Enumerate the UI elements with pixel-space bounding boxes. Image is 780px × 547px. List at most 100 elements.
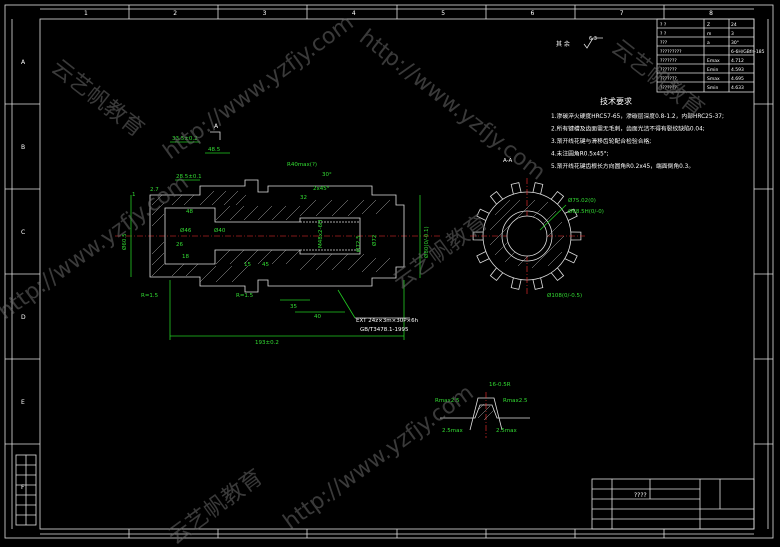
- param-symbol: Smin: [707, 85, 718, 91]
- technical-requirements: 技术要求 1.渗碳淬火硬度HRC57-65，渗碳层深度0.8-1.2，内部HRC…: [551, 96, 724, 170]
- spline-standard: GB/T3478.1-1995: [360, 327, 409, 333]
- watermark: http://www.yzfjy.com 云艺帆教育 云艺帆教育 http://…: [0, 10, 708, 547]
- column-number: 8: [709, 10, 713, 17]
- param-symbol: Emin: [707, 67, 718, 73]
- dim-phi46: Ø46: [180, 227, 192, 234]
- dim-phi40: Ø40: [214, 227, 226, 234]
- spline-tooth: [476, 208, 490, 221]
- spline-tooth: [564, 251, 578, 264]
- spline-section-view: A-A Ø75.02(0) Ø68.5H(0/-0) Ø108(0/-0.5): [470, 158, 604, 299]
- spline-tooth: [489, 190, 504, 205]
- dim-2-7: 2.7: [150, 187, 159, 193]
- row-letter: E: [21, 399, 25, 406]
- spline-tooth: [532, 277, 544, 290]
- detail-r-left: Rmax2.5: [435, 398, 460, 404]
- param-label: ? ?: [660, 22, 667, 28]
- detail-r-right: Rmax2.5: [503, 398, 528, 404]
- param-value: 24: [731, 22, 737, 28]
- roughness-value: 6.3: [589, 36, 597, 42]
- detail-r-bottom-left: 2.5max: [442, 428, 463, 434]
- spline-tooth: [476, 251, 490, 264]
- svg-text:http://www.yzfjy.com: http://www.yzfjy.com: [354, 25, 550, 185]
- param-label: ???: [660, 40, 668, 46]
- row-letter: B: [21, 144, 25, 151]
- param-label: ???????: [660, 67, 677, 73]
- svg-text:云艺帆教育: 云艺帆教育: [164, 465, 268, 547]
- svg-text:http://www.yzfjy.com: http://www.yzfjy.com: [0, 170, 194, 325]
- row-letter: A: [21, 59, 26, 66]
- spline-tooth: [510, 277, 522, 290]
- param-symbol: a: [707, 41, 710, 46]
- column-number: 6: [531, 10, 535, 17]
- drawing-name: ????: [634, 492, 647, 499]
- param-symbol: Smax: [707, 76, 720, 82]
- param-value: 4.593: [731, 67, 744, 73]
- tech-req-title: 技术要求: [600, 96, 632, 106]
- dim-chamfer: 2x45°: [313, 186, 330, 192]
- dim-phi60: Ø60.5: [121, 233, 128, 250]
- dim-18: 18: [182, 254, 189, 260]
- section-dim-2: Ø68.5H(0/-0): [568, 208, 604, 215]
- tooth-detail-view: 16-0.5R Rmax2.5 Rmax2.5 2.5max 2.5max: [435, 382, 530, 438]
- dim-m48: M48x2-6H: [318, 220, 324, 248]
- column-number: 5: [441, 10, 445, 17]
- section-dim-1: Ø75.02(0): [568, 197, 596, 204]
- dim-48-5: 48.5: [208, 147, 221, 153]
- dim-r40: R40max(?): [287, 162, 317, 168]
- dim-40: 40: [314, 314, 321, 320]
- revision-strip: [15, 454, 37, 526]
- detail-dim-top: 16-0.5R: [489, 382, 511, 388]
- section-mark-a: A: [214, 123, 219, 130]
- outer-frame: [4, 4, 774, 539]
- spline-note: EXT 24z×3m×30P×6h: [356, 318, 419, 324]
- param-symbol: Z: [707, 22, 710, 28]
- row-letter: D: [21, 314, 26, 321]
- dim-35: 35: [290, 304, 297, 310]
- dim-33-5: 33.5±0.2: [172, 136, 198, 142]
- title-block: ????: [591, 478, 755, 530]
- roughness-symbol: [583, 37, 603, 49]
- dim-15: 15: [244, 262, 251, 268]
- spline-tooth: [510, 182, 522, 195]
- tech-req-item: 5.渐开线花键齿根长方向圆角R0.2x45，端面倒角0.3。: [551, 162, 694, 170]
- dim-phi80: Ø80(0/-0.1): [423, 226, 430, 258]
- dim-1: 1: [132, 192, 136, 198]
- column-number: 7: [620, 10, 624, 17]
- param-label: ???????: [660, 76, 677, 82]
- param-label: ???????: [660, 58, 677, 64]
- shaft-main-view: [115, 179, 440, 293]
- param-label: ?????????: [660, 49, 682, 55]
- dim-total-length: 193±0.2: [255, 340, 279, 346]
- row-letter: C: [21, 229, 25, 236]
- param-value: 3: [731, 31, 734, 37]
- param-label: ???????: [660, 85, 677, 91]
- dim-48: 48: [186, 209, 193, 215]
- dim-28-5: 28.5±0.1: [176, 174, 202, 180]
- border-ruler: [5, 5, 773, 538]
- spline-tooth: [564, 208, 578, 221]
- main-dimensions: 33.5±0.2 48.5 28.5±0.1 R40max(?) 30° 2x4…: [121, 123, 430, 346]
- column-number: 4: [352, 10, 356, 17]
- param-label: ? ?: [660, 31, 667, 37]
- column-number: 1: [84, 10, 88, 17]
- svg-text:云艺帆教育: 云艺帆教育: [46, 55, 148, 142]
- param-value: 4.633: [731, 85, 744, 91]
- spline-tooth: [550, 267, 565, 282]
- dim-45: 45: [262, 262, 269, 268]
- spline-tooth: [532, 182, 544, 195]
- tech-req-item: 3.渐开线花键与滑移齿轮配合检验合格;: [551, 137, 651, 145]
- dim-26: 26: [176, 242, 183, 248]
- dim-r1-5-left: R=1.5: [141, 293, 159, 299]
- dim-32: 32: [300, 195, 307, 201]
- svg-text:http://www.yzfjy.com: http://www.yzfjy.com: [279, 380, 479, 535]
- tech-req-item: 2.所有键槽及齿面需无毛刺，齿面光洁不得有裂纹缺陷0.04;: [551, 125, 705, 133]
- svg-text:http://www.yzfjy.com: http://www.yzfjy.com: [159, 10, 359, 165]
- column-number: 2: [173, 10, 177, 17]
- spline-tooth: [550, 190, 565, 205]
- param-value: 6-6H/GBfn-185: [731, 49, 765, 55]
- detail-r-bottom-right: 2.5max: [496, 428, 517, 434]
